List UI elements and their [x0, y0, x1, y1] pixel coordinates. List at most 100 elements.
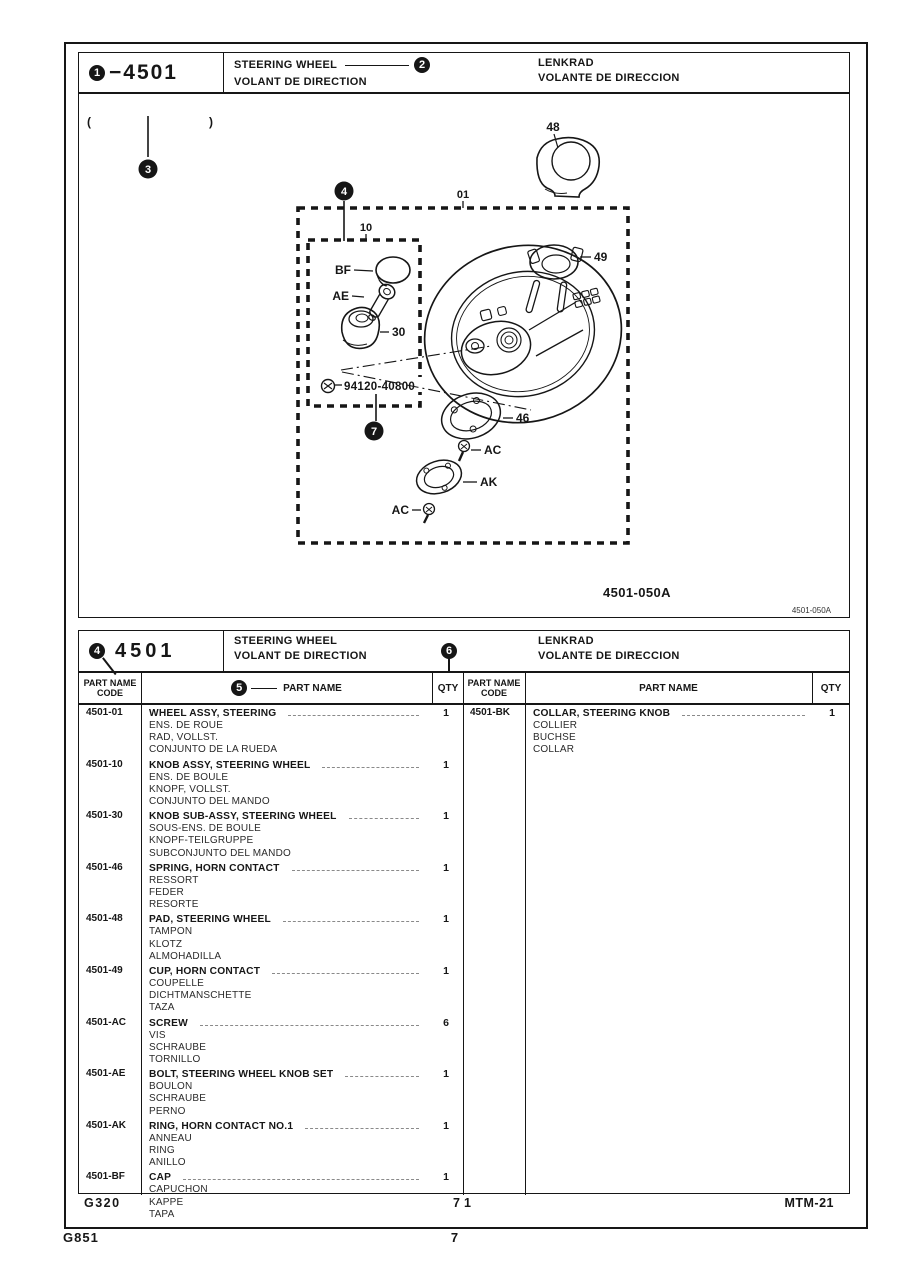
callout-6: 6: [441, 641, 457, 671]
part-name-translation: RESSORT: [149, 874, 199, 886]
leader-dashes: [272, 973, 419, 975]
horn-ring-drawing: [415, 459, 463, 495]
part-code: 4501-AE: [86, 1068, 126, 1080]
code-column-divider-left: [141, 673, 143, 1195]
part-name-translation: TAMPON: [149, 926, 193, 938]
label-01: 01: [457, 189, 469, 201]
part-name-translation: TORNILLO: [149, 1054, 201, 1066]
table-header: 4 4501 STEERING WHEEL VOLANT DE DIRECTIO…: [79, 631, 849, 675]
paren-open: (: [87, 115, 91, 129]
callout-7-badge: 7: [364, 421, 384, 441]
spoke-hole-grid: [572, 287, 601, 308]
screw-part-number: 94120-40800: [344, 381, 415, 393]
screw-ac-upper-drawing: [457, 439, 471, 462]
part-code: 4501-10: [86, 758, 123, 770]
part-name-translation: ALMOHADILLA: [149, 950, 222, 962]
part-name-translation: RAD, VOLLST.: [149, 732, 219, 744]
part-name-translation: COLLIER: [533, 720, 578, 731]
part-name-translation: VIS: [149, 1029, 166, 1041]
part-name: WHEEL ASSY, STEERING: [149, 708, 277, 719]
leader-dashes: [348, 818, 419, 820]
part-name-translation: SOUS-ENS. DE BOULE: [149, 823, 261, 835]
label-ae: AE: [332, 289, 349, 303]
callout-6-line: [448, 658, 450, 671]
table-row: 4501-30 KNOB SUB-ASSY, STEERING WHEEL 1 …: [79, 808, 463, 860]
outer-footer: G851 7: [0, 1230, 909, 1250]
part-name: CAP: [149, 1172, 172, 1184]
col-header-qty: QTY: [812, 673, 849, 703]
callout-4-badge: 4: [334, 181, 354, 201]
part-name-translation: ENS. DE ROUE: [149, 720, 224, 731]
table-body: 4501-01 WHEEL ASSY, STEERING 1 ENS. DE R…: [79, 705, 849, 1220]
label-bf-leader: [353, 269, 374, 272]
part-code: 4501-AC: [86, 1016, 127, 1028]
assembly-group-box: [296, 206, 630, 545]
label-48: 48: [546, 120, 560, 134]
callout-4-badge-table: 4: [89, 643, 105, 659]
title-de: LENKRAD: [538, 57, 594, 69]
svg-text:3: 3: [145, 164, 151, 176]
part-name-translation: COUPELLE: [149, 978, 204, 990]
part-name-translation: DICHTMANSCHETTE: [149, 990, 252, 1002]
part-name-translation: KAPPE: [149, 1196, 184, 1208]
bolt-part-drawing: [368, 283, 396, 321]
page-border: [64, 42, 868, 1229]
part-name: SCREW: [149, 1017, 188, 1029]
outer-footer-page-number: 7: [450, 1230, 459, 1245]
label-backing: [337, 377, 431, 392]
leader-dashes: [291, 869, 419, 871]
part-details: KNOB SUB-ASSY, STEERING WHEEL 1 SOUS-ENS…: [141, 808, 463, 860]
screw-ac-lower-drawing: [422, 502, 436, 524]
part-qty: 1: [443, 758, 449, 771]
table-row: 4501-10 KNOB ASSY, STEERING WHEEL 1 ENS.…: [79, 757, 463, 809]
part-name-translation: RING: [149, 1145, 175, 1157]
callout-2-leader-line: [345, 64, 410, 66]
part-name-translation: CONJUNTO DE LA RUEDA: [149, 744, 278, 756]
table-row: 4501-01 WHEEL ASSY, STEERING 1 ENS. DE R…: [79, 705, 463, 757]
part-name-translation: CAPUCHON: [149, 1184, 208, 1196]
label-46: 46: [516, 411, 530, 425]
col-header-name: PART NAME: [639, 682, 698, 694]
table-row: 4501-AK RING, HORN CONTACT NO.1 1 ANNEAU…: [79, 1118, 463, 1170]
part-qty: 1: [443, 1068, 449, 1081]
part-code: 4501-AK: [86, 1119, 127, 1131]
part-qty: 1: [443, 965, 449, 978]
section-titles-enfr: STEERING WHEEL 2 VOLANT DE DIRECTION: [224, 53, 431, 92]
title-es: VOLANTE DE DIRECCION: [538, 72, 680, 84]
part-name-translation: COLLAR: [533, 744, 575, 756]
title-fr: VOLANT DE DIRECTION: [234, 76, 367, 88]
part-qty: 1: [829, 707, 835, 719]
section-code: −4501: [109, 60, 178, 84]
part-name: CUP, HORN CONTACT: [149, 966, 261, 978]
part-name: PAD, STEERING WHEEL: [149, 914, 271, 926]
part-code: 4501-01: [86, 707, 123, 718]
table-titles-dees: LENKRAD VOLANTE DE DIRECCION: [538, 635, 680, 662]
callout-2-badge: 2: [414, 57, 431, 73]
part-name-translation: KNOPF, VOLLST.: [149, 783, 231, 795]
callout-3-badge: 3: [138, 159, 158, 179]
part-name: KNOB SUB-ASSY, STEERING WHEEL: [149, 811, 337, 823]
part-qty: 1: [443, 707, 449, 719]
part-name-translation: RESORTE: [149, 899, 199, 911]
table-section-code-cell: 4 4501: [79, 631, 224, 675]
part-name: RING, HORN CONTACT NO.1: [149, 1120, 294, 1132]
steering-wheel-rim: [423, 244, 623, 424]
part-name-translation: TAPA: [149, 1208, 175, 1220]
